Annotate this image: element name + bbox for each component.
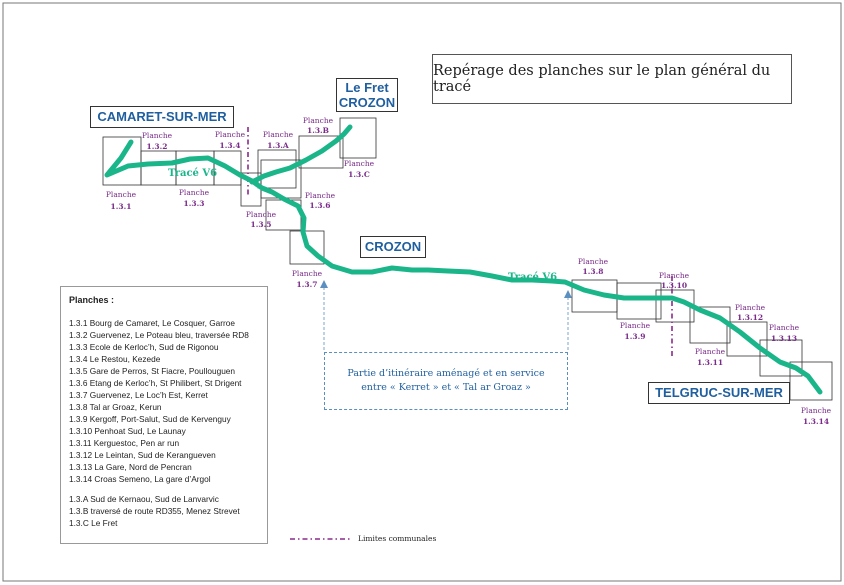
sheet-label-13-num: 1.3.13 [771,334,797,343]
limits-legend-swatch [290,537,350,540]
itinerary-note-line2: entre « Kerret » et « Tal ar Groaz » [361,382,531,393]
sheet-label-7-num: 1.3.7 [297,280,318,289]
route-branch-le-fret [249,124,353,185]
sheet-label-14-num: 1.3.14 [803,417,829,426]
legend-extra-items: 1.3.A Sud de Kernaou, Sud de Lanvarvic 1… [69,493,259,529]
legend-item: 1.3.13 La Gare, Nord de Pencran [69,462,192,472]
place-le-fret-line2: CROZON [338,95,396,110]
sheet-label-10-num: 1.3.10 [661,281,687,290]
limits-legend: Limites communales [290,534,436,543]
legend-item: 1.3.12 Le Leintan, Sud de Kerangueven [69,450,216,460]
sheet-labels: Planche 1.3.1 Planche 1.3.2 Planche 1.3.… [106,116,832,426]
sheet-label-3-word: Planche [179,188,210,197]
legend-item: 1.3.3 Ecole de Kerloc’h, Sud de Rigonou [69,342,219,352]
sheet-label-A-word: Planche [263,130,294,139]
route-label-left: Tracé V6 [168,168,217,179]
sheet-frame-B [298,135,344,169]
legend-gap [69,485,259,493]
itinerary-note-line1: Partie d’itinéraire aménagé et en servic… [347,368,545,379]
sheet-label-12-word: Planche [735,303,766,312]
sheet-label-6-word: Planche [305,191,336,200]
sheet-frame-A [257,149,297,189]
sheet-label-12-num: 1.3.12 [737,313,763,322]
legend-item: 1.3.5 Gare de Perros, St Fiacre, Poullou… [69,366,236,376]
sheet-frame-13 [759,339,803,377]
sheet-label-7-word: Planche [292,269,323,278]
sheet-frame-12 [726,321,768,357]
sheet-label-2-word: Planche [142,131,173,140]
route-label-right: Tracé V6 [508,272,557,283]
sheet-label-13-word: Planche [769,323,800,332]
legend-item: 1.3.10 Penhoat Sud, Le Launay [69,426,186,436]
route-line [104,139,823,395]
sheet-frame-4 [213,150,242,186]
itinerary-note: Partie d’itinéraire aménagé et en servic… [324,352,568,410]
sheet-label-3-num: 1.3.3 [184,199,205,208]
sheet-label-14-word: Planche [801,406,832,415]
limits-legend-label: Limites communales [358,534,437,543]
sheet-label-9-num: 1.3.9 [625,332,646,341]
legend-item: 1.3.14 Croas Semeno, La gare d’Argol [69,474,211,484]
sheet-label-8-word: Planche [578,257,609,266]
legend-items: 1.3.1 Bourg de Camaret, Le Cosquer, Garr… [69,317,259,485]
place-le-fret: Le Fret CROZON [336,78,398,112]
legend-item: 1.3.7 Guervenez, Le Loc’h Est, Kerret [69,390,208,400]
sheet-label-4-word: Planche [215,130,246,139]
sheet-frame-9 [616,282,662,320]
sheet-label-8-num: 1.3.8 [583,267,604,276]
commune-limits [247,127,673,356]
sheet-label-10-word: Planche [659,271,690,280]
legend-item: 1.3.4 Le Restou, Kezede [69,354,161,364]
legend-heading: Planches : [69,295,115,305]
sheet-frame-14 [789,361,833,401]
sheet-label-5-word: Planche [246,210,277,219]
arrowhead-right [564,290,572,298]
sheet-frame-7 [289,230,325,265]
place-crozon: CROZON [360,236,426,258]
legend-item: 1.3.1 Bourg de Camaret, Le Cosquer, Garr… [69,318,236,328]
sheet-frame-B2 [339,117,377,159]
place-camaret: CAMARET-SUR-MER [90,106,234,128]
legend-extra-item: 1.3.B traversé de route RD355, Menez Str… [69,506,240,516]
sheet-label-A-num: 1.3.A [267,141,289,150]
legend-item: 1.3.8 Tal ar Groaz, Kerun [69,402,162,412]
map-title: Repérage des planches sur le plan généra… [432,54,792,104]
note-pointers [323,282,569,352]
sheet-label-6-num: 1.3.6 [310,201,331,210]
sheet-label-C-word: Planche [344,159,375,168]
place-le-fret-line1: Le Fret [345,80,389,95]
sheet-label-2-num: 1.3.2 [147,142,168,151]
legend-item: 1.3.9 Kergoff, Port-Salut, Sud de Kerven… [69,414,231,424]
arrowhead-left [320,280,328,288]
legend-item: 1.3.11 Kerguestoc, Pen ar run [69,438,180,448]
sheet-label-B-num: 1.3.B [307,126,329,135]
sheet-label-9-word: Planche [620,321,651,330]
sheet-label-B-word: Planche [303,116,334,125]
sheet-label-1-num: 1.3.1 [111,202,132,211]
sheets-legend: Planches : 1.3.1 Bourg de Camaret, Le Co… [60,286,268,544]
sheet-label-11-word: Planche [695,347,726,356]
legend-item: 1.3.2 Guervenez, Le Poteau bleu, travers… [69,330,249,340]
legend-extra-item: 1.3.C Le Fret [69,518,118,528]
sheet-label-5-num: 1.3.5 [251,220,272,229]
sheet-label-C-num: 1.3.C [348,170,370,179]
sheet-label-4-num: 1.3.4 [220,141,241,150]
sheet-label-1-word: Planche [106,190,137,199]
legend-item: 1.3.6 Etang de Kerloc’h, St Philibert, S… [69,378,242,388]
sheet-frame-1 [102,136,142,186]
sheet-label-11-num: 1.3.11 [697,358,723,367]
place-telgruc: TELGRUC-SUR-MER [648,382,790,404]
legend-extra-item: 1.3.A Sud de Kernaou, Sud de Lanvarvic [69,494,219,504]
